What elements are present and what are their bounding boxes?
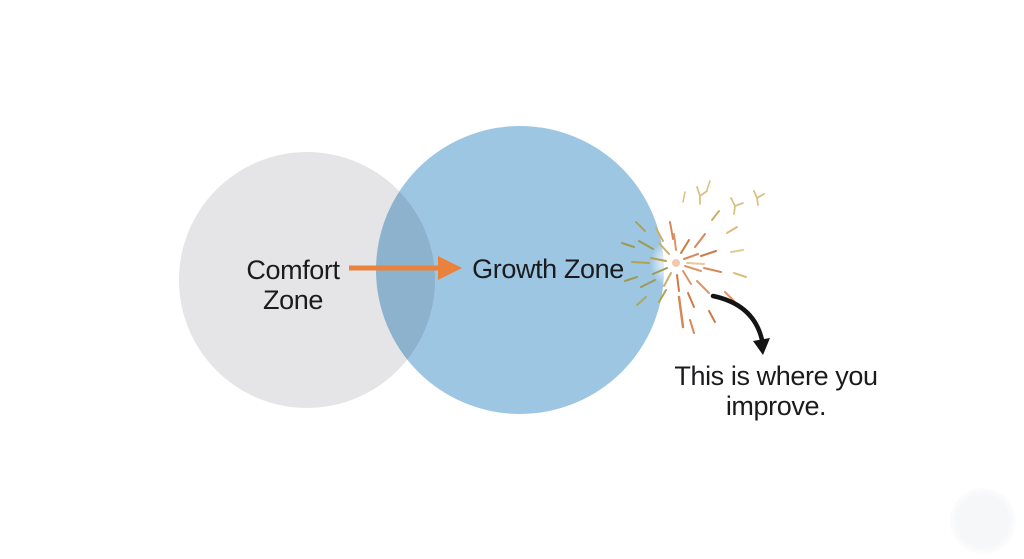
- improve-annotation-line1: This is where you: [674, 361, 878, 391]
- comfort-zone-label-line1: Comfort: [246, 255, 340, 285]
- faint-watermark-blob: [950, 488, 1016, 554]
- improve-annotation-line2: improve.: [725, 391, 827, 421]
- growth-zone-label: Growth Zone: [472, 254, 624, 284]
- improve-annotation: This is where you improve.: [674, 361, 878, 421]
- comfort-zone-label: Comfort Zone: [246, 255, 340, 315]
- comfort-zone-label-line2: Zone: [263, 285, 323, 315]
- growth-zone-label-text: Growth Zone: [472, 254, 624, 284]
- curved-down-arrow-icon: [710, 293, 770, 355]
